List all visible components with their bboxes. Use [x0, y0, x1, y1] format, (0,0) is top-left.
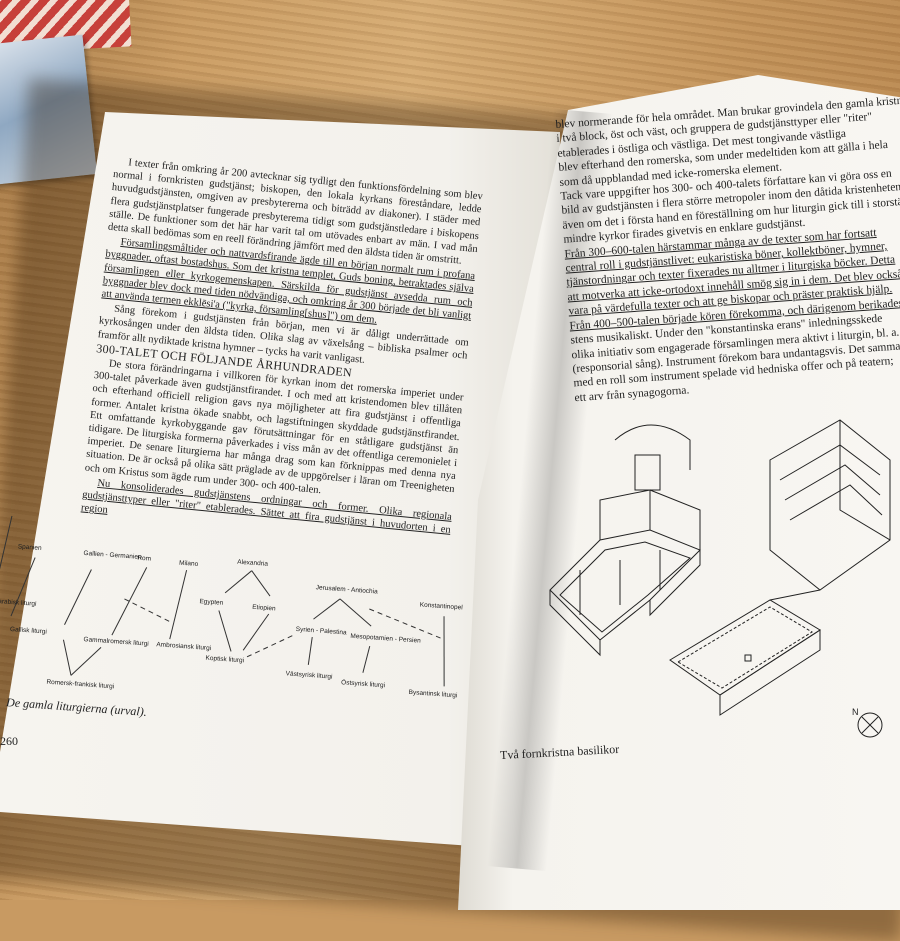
compass-rose: N: [852, 707, 883, 738]
node-etiopien: Etiopien: [252, 604, 276, 613]
node-mozarabisk: Mozarabisk liturgi: [0, 597, 37, 608]
node-gallien: Gallien - Germanien: [83, 550, 142, 561]
node-koptisk: Koptisk liturgi: [205, 655, 244, 665]
compass-label: N: [852, 707, 859, 717]
node-gammalromersk: Gammalromersk liturgi: [83, 636, 149, 648]
node-bysantinsk: Bysantinsk liturgi: [408, 689, 457, 699]
right-page-text: blev normerande för hela området. Man br…: [555, 93, 900, 406]
liturgy-diagram: Spanien Gallien - Germanien Rom Milano A…: [0, 515, 464, 699]
node-romerskfrankisk: Romersk-frankisk liturgi: [46, 679, 114, 691]
left-page: [0, 112, 560, 852]
node-mesopotamien: Mesopotamien - Persien: [350, 633, 421, 645]
node-ostsyrisk: Östsyrisk liturgi: [341, 678, 386, 689]
node-ambrosiansk: Ambrosiansk liturgi: [156, 641, 211, 652]
node-alexandria: Alexandria: [237, 559, 269, 568]
node-jerusalem: Jerusalem - Antiochia: [315, 584, 378, 595]
node-vastsyrisk: Västsyrisk liturgi: [285, 670, 332, 680]
node-egypten: Egypten: [199, 598, 224, 607]
node-rom: Rom: [137, 555, 151, 563]
left-page-text: I texter från omkring år 200 avtecknar s…: [80, 155, 483, 551]
node-konstantinopel: Konstantinopel: [420, 602, 464, 612]
node-gallisk: Gallisk liturgi: [10, 626, 47, 636]
basilica-drawings: N: [549, 419, 891, 738]
node-milano: Milano: [179, 560, 199, 568]
node-spanien: Spanien: [18, 543, 43, 552]
node-syrien: Syrien - Palestina: [295, 626, 347, 637]
page-number: 260: [0, 734, 18, 748]
